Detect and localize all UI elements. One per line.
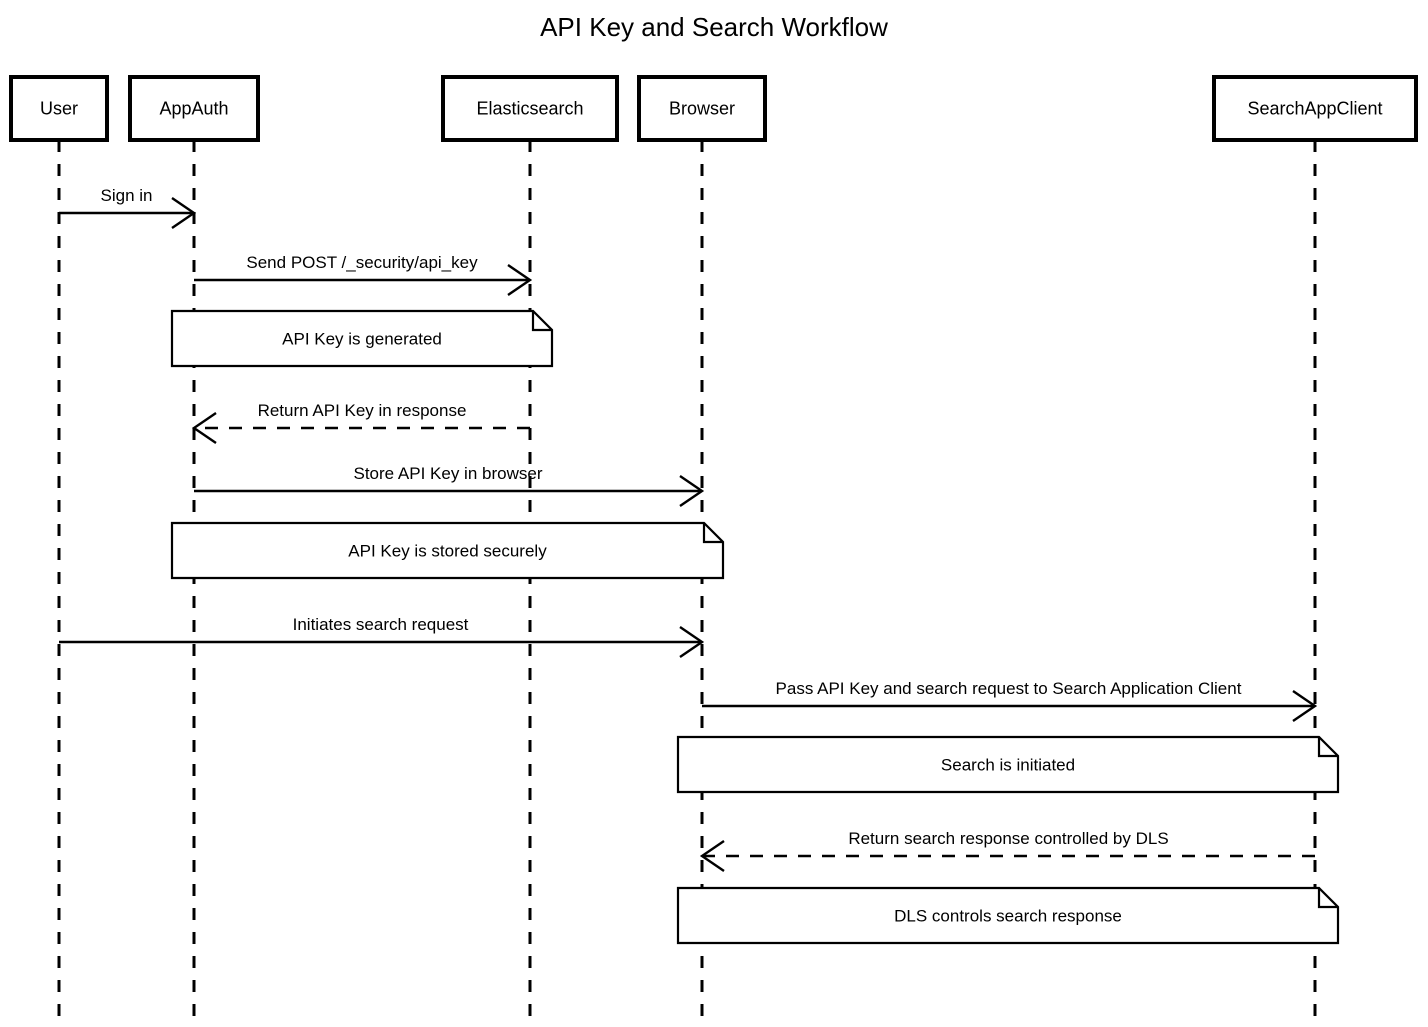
participant-box bbox=[128, 75, 260, 142]
participant-label: AppAuth bbox=[159, 99, 228, 119]
message-m6[interactable]: Pass API Key and search request to Searc… bbox=[702, 679, 1318, 722]
note-label: API Key is stored securely bbox=[348, 542, 547, 561]
note-body bbox=[170, 309, 554, 368]
message-m1[interactable]: Sign in bbox=[59, 186, 197, 229]
participant-label: SearchAppClient bbox=[1247, 99, 1382, 119]
note-fold-corner-icon bbox=[531, 311, 552, 332]
note-body bbox=[676, 886, 1340, 945]
message-arrowhead-icon bbox=[1292, 690, 1318, 722]
message-label: Store API Key in browser bbox=[354, 464, 543, 483]
participant-box bbox=[441, 75, 619, 142]
note-n4: DLS controls search response bbox=[676, 886, 1340, 945]
note-fold-corner-icon bbox=[1317, 737, 1338, 758]
participant-label: User bbox=[40, 99, 78, 119]
message-arrowhead-icon bbox=[507, 264, 533, 296]
note-n3: Search is initiated bbox=[676, 735, 1340, 794]
note-label: Search is initiated bbox=[941, 756, 1075, 775]
participants-layer: User AppAuth Elasticsearch Browser SearchApp… bbox=[9, 75, 1418, 142]
messages-layer: Sign in Send POST /_security/api_keyRetur… bbox=[59, 186, 1318, 872]
participant-elasticsearch[interactable]: Elasticsearch bbox=[441, 75, 619, 142]
note-body bbox=[676, 735, 1340, 794]
participant-box bbox=[9, 75, 109, 142]
lifelines-layer bbox=[57, 140, 1317, 1027]
message-m5[interactable]: Initiates search request bbox=[59, 615, 705, 658]
participant-user[interactable]: User bbox=[9, 75, 109, 142]
message-arrowhead-icon bbox=[679, 626, 705, 658]
message-m7[interactable]: Return search response controlled by DLS bbox=[699, 829, 1315, 872]
message-m3[interactable]: Return API Key in response bbox=[191, 401, 530, 444]
participant-label: Browser bbox=[669, 99, 735, 119]
message-m4[interactable]: Store API Key in browser bbox=[194, 464, 705, 507]
message-m2[interactable]: Send POST /_security/api_key bbox=[194, 253, 533, 296]
message-label: Return search response controlled by DLS bbox=[848, 829, 1168, 848]
note-n2: API Key is stored securely bbox=[170, 521, 725, 580]
note-label: API Key is generated bbox=[282, 330, 442, 349]
message-label: Initiates search request bbox=[293, 615, 469, 634]
message-label: Pass API Key and search request to Searc… bbox=[776, 679, 1242, 698]
message-arrowhead-icon bbox=[679, 475, 705, 507]
participant-searchappclient[interactable]: SearchAppClient bbox=[1212, 75, 1418, 142]
note-body bbox=[170, 521, 725, 580]
note-fold-corner-icon bbox=[1317, 888, 1338, 909]
note-fold-corner-icon bbox=[702, 523, 723, 544]
message-arrowhead-icon bbox=[699, 840, 725, 872]
participant-appauth[interactable]: AppAuth bbox=[128, 75, 260, 142]
message-label: Return API Key in response bbox=[258, 401, 467, 420]
participant-box bbox=[1212, 75, 1418, 142]
participant-box bbox=[637, 75, 767, 142]
page-title: API Key and Search Workflow bbox=[540, 12, 888, 42]
message-arrowhead-icon bbox=[191, 412, 217, 444]
participant-browser[interactable]: Browser bbox=[637, 75, 767, 142]
message-label: Sign in bbox=[101, 186, 153, 205]
note-n1: API Key is generated bbox=[170, 309, 554, 368]
message-label: Send POST /_security/api_key bbox=[246, 253, 478, 272]
note-label: DLS controls search response bbox=[894, 907, 1122, 926]
participant-label: Elasticsearch bbox=[476, 99, 583, 119]
message-arrowhead-icon bbox=[171, 197, 197, 229]
